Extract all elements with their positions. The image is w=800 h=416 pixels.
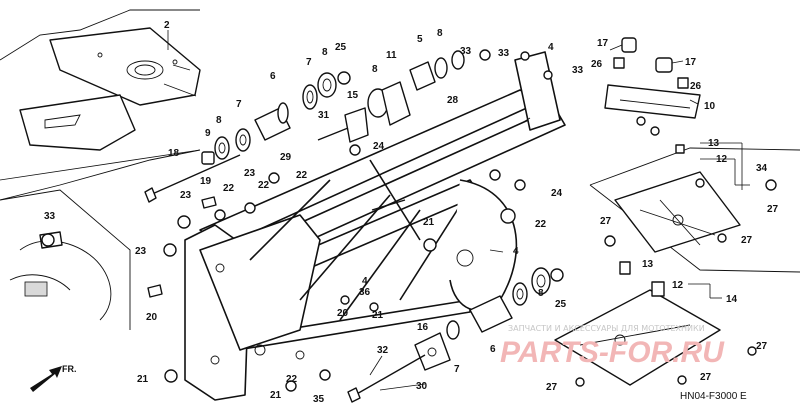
front-marker-label: FR. (62, 364, 77, 374)
diagram-code: HN04-F3000 E (680, 391, 747, 402)
callout-8: 8 (437, 28, 443, 39)
callout-9: 9 (205, 128, 211, 139)
callout-4: 4 (362, 276, 368, 287)
callout-15: 15 (347, 90, 359, 101)
callout-7: 7 (454, 364, 460, 375)
callout-25: 25 (335, 42, 347, 53)
callout-17: 17 (685, 57, 697, 68)
part-callouts: 2 4 4 4 5 6 6 7 7 7 8 8 8 8 8 9 10 11 12… (44, 20, 779, 405)
leader-lines (163, 30, 750, 391)
watermark-logo-text: PARTS-FOR.RU (500, 336, 725, 369)
callout-33: 33 (460, 46, 472, 57)
callout-12: 12 (716, 154, 728, 165)
callout-6: 6 (490, 344, 496, 355)
callout-6: 6 (270, 71, 276, 82)
callout-22: 22 (286, 374, 298, 385)
callout-23: 23 (135, 246, 147, 257)
callout-21: 21 (270, 390, 282, 401)
callout-13: 13 (708, 138, 720, 149)
callout-7: 7 (236, 99, 242, 110)
callout-13: 13 (642, 259, 654, 270)
callout-32: 32 (377, 345, 389, 356)
callout-26: 26 (591, 59, 603, 70)
engine-mount-collars-lower (347, 267, 564, 403)
atv-location-inset (0, 189, 131, 330)
callout-21: 21 (423, 217, 435, 228)
callout-28: 28 (447, 95, 459, 106)
watermark-caption: ЗАПЧАСТИ И АКСЕССУАРЫ ДЛЯ МОТОТЕХНИКИ (508, 324, 705, 333)
callout-25: 25 (555, 299, 567, 310)
callout-23: 23 (244, 168, 256, 179)
callout-16: 16 (417, 322, 429, 333)
callout-11: 11 (386, 50, 397, 61)
callout-12: 12 (672, 280, 684, 291)
engine-mount-collars-upper (144, 50, 465, 203)
callout-36: 36 (359, 287, 371, 298)
callout-27: 27 (756, 341, 768, 352)
callout-18: 18 (168, 148, 180, 159)
callout-33: 33 (44, 211, 56, 222)
callout-29: 29 (280, 152, 292, 163)
callout-4: 4 (513, 246, 519, 257)
callout-33: 33 (498, 48, 510, 59)
callout-21: 21 (372, 310, 384, 321)
callout-8: 8 (538, 288, 544, 299)
callout-14: 14 (726, 294, 738, 305)
callout-27: 27 (700, 372, 712, 383)
callout-35: 35 (313, 394, 325, 405)
callout-7: 7 (306, 57, 312, 68)
callout-21: 21 (137, 374, 149, 385)
lower-skid-plate (554, 261, 721, 386)
small-hardware (41, 49, 777, 392)
callout-20: 20 (146, 312, 158, 323)
callout-22: 22 (535, 219, 547, 230)
skid-plate-inset (589, 144, 800, 273)
callout-24: 24 (373, 141, 385, 152)
callout-2: 2 (164, 20, 170, 31)
callout-27: 27 (600, 216, 612, 227)
callout-8: 8 (372, 64, 378, 75)
callout-26: 26 (690, 81, 702, 92)
callout-22: 22 (296, 170, 308, 181)
callout-22: 22 (223, 183, 235, 194)
callout-20: 20 (337, 308, 349, 319)
callout-30: 30 (416, 381, 428, 392)
callout-17: 17 (597, 38, 609, 49)
front-direction-arrow: FR. (30, 364, 77, 392)
callout-4: 4 (548, 42, 554, 53)
callout-5: 5 (417, 34, 423, 45)
front-cover-inset (0, 9, 201, 201)
watermark: PARTS-FOR.RU ЗАПЧАСТИ И АКСЕССУАРЫ ДЛЯ М… (500, 324, 725, 369)
upper-right-plate-assembly (604, 37, 701, 136)
callout-8: 8 (322, 47, 328, 58)
callout-27: 27 (546, 382, 558, 393)
callout-8: 8 (216, 115, 222, 126)
callout-10: 10 (704, 101, 716, 112)
callout-22: 22 (258, 180, 270, 191)
callout-23: 23 (180, 190, 192, 201)
callout-27: 27 (741, 235, 753, 246)
callout-19: 19 (200, 176, 212, 187)
callout-31: 31 (318, 110, 330, 121)
callout-34: 34 (756, 163, 768, 174)
callout-27: 27 (767, 204, 779, 215)
callout-33: 33 (572, 65, 584, 76)
callout-24: 24 (551, 188, 563, 199)
